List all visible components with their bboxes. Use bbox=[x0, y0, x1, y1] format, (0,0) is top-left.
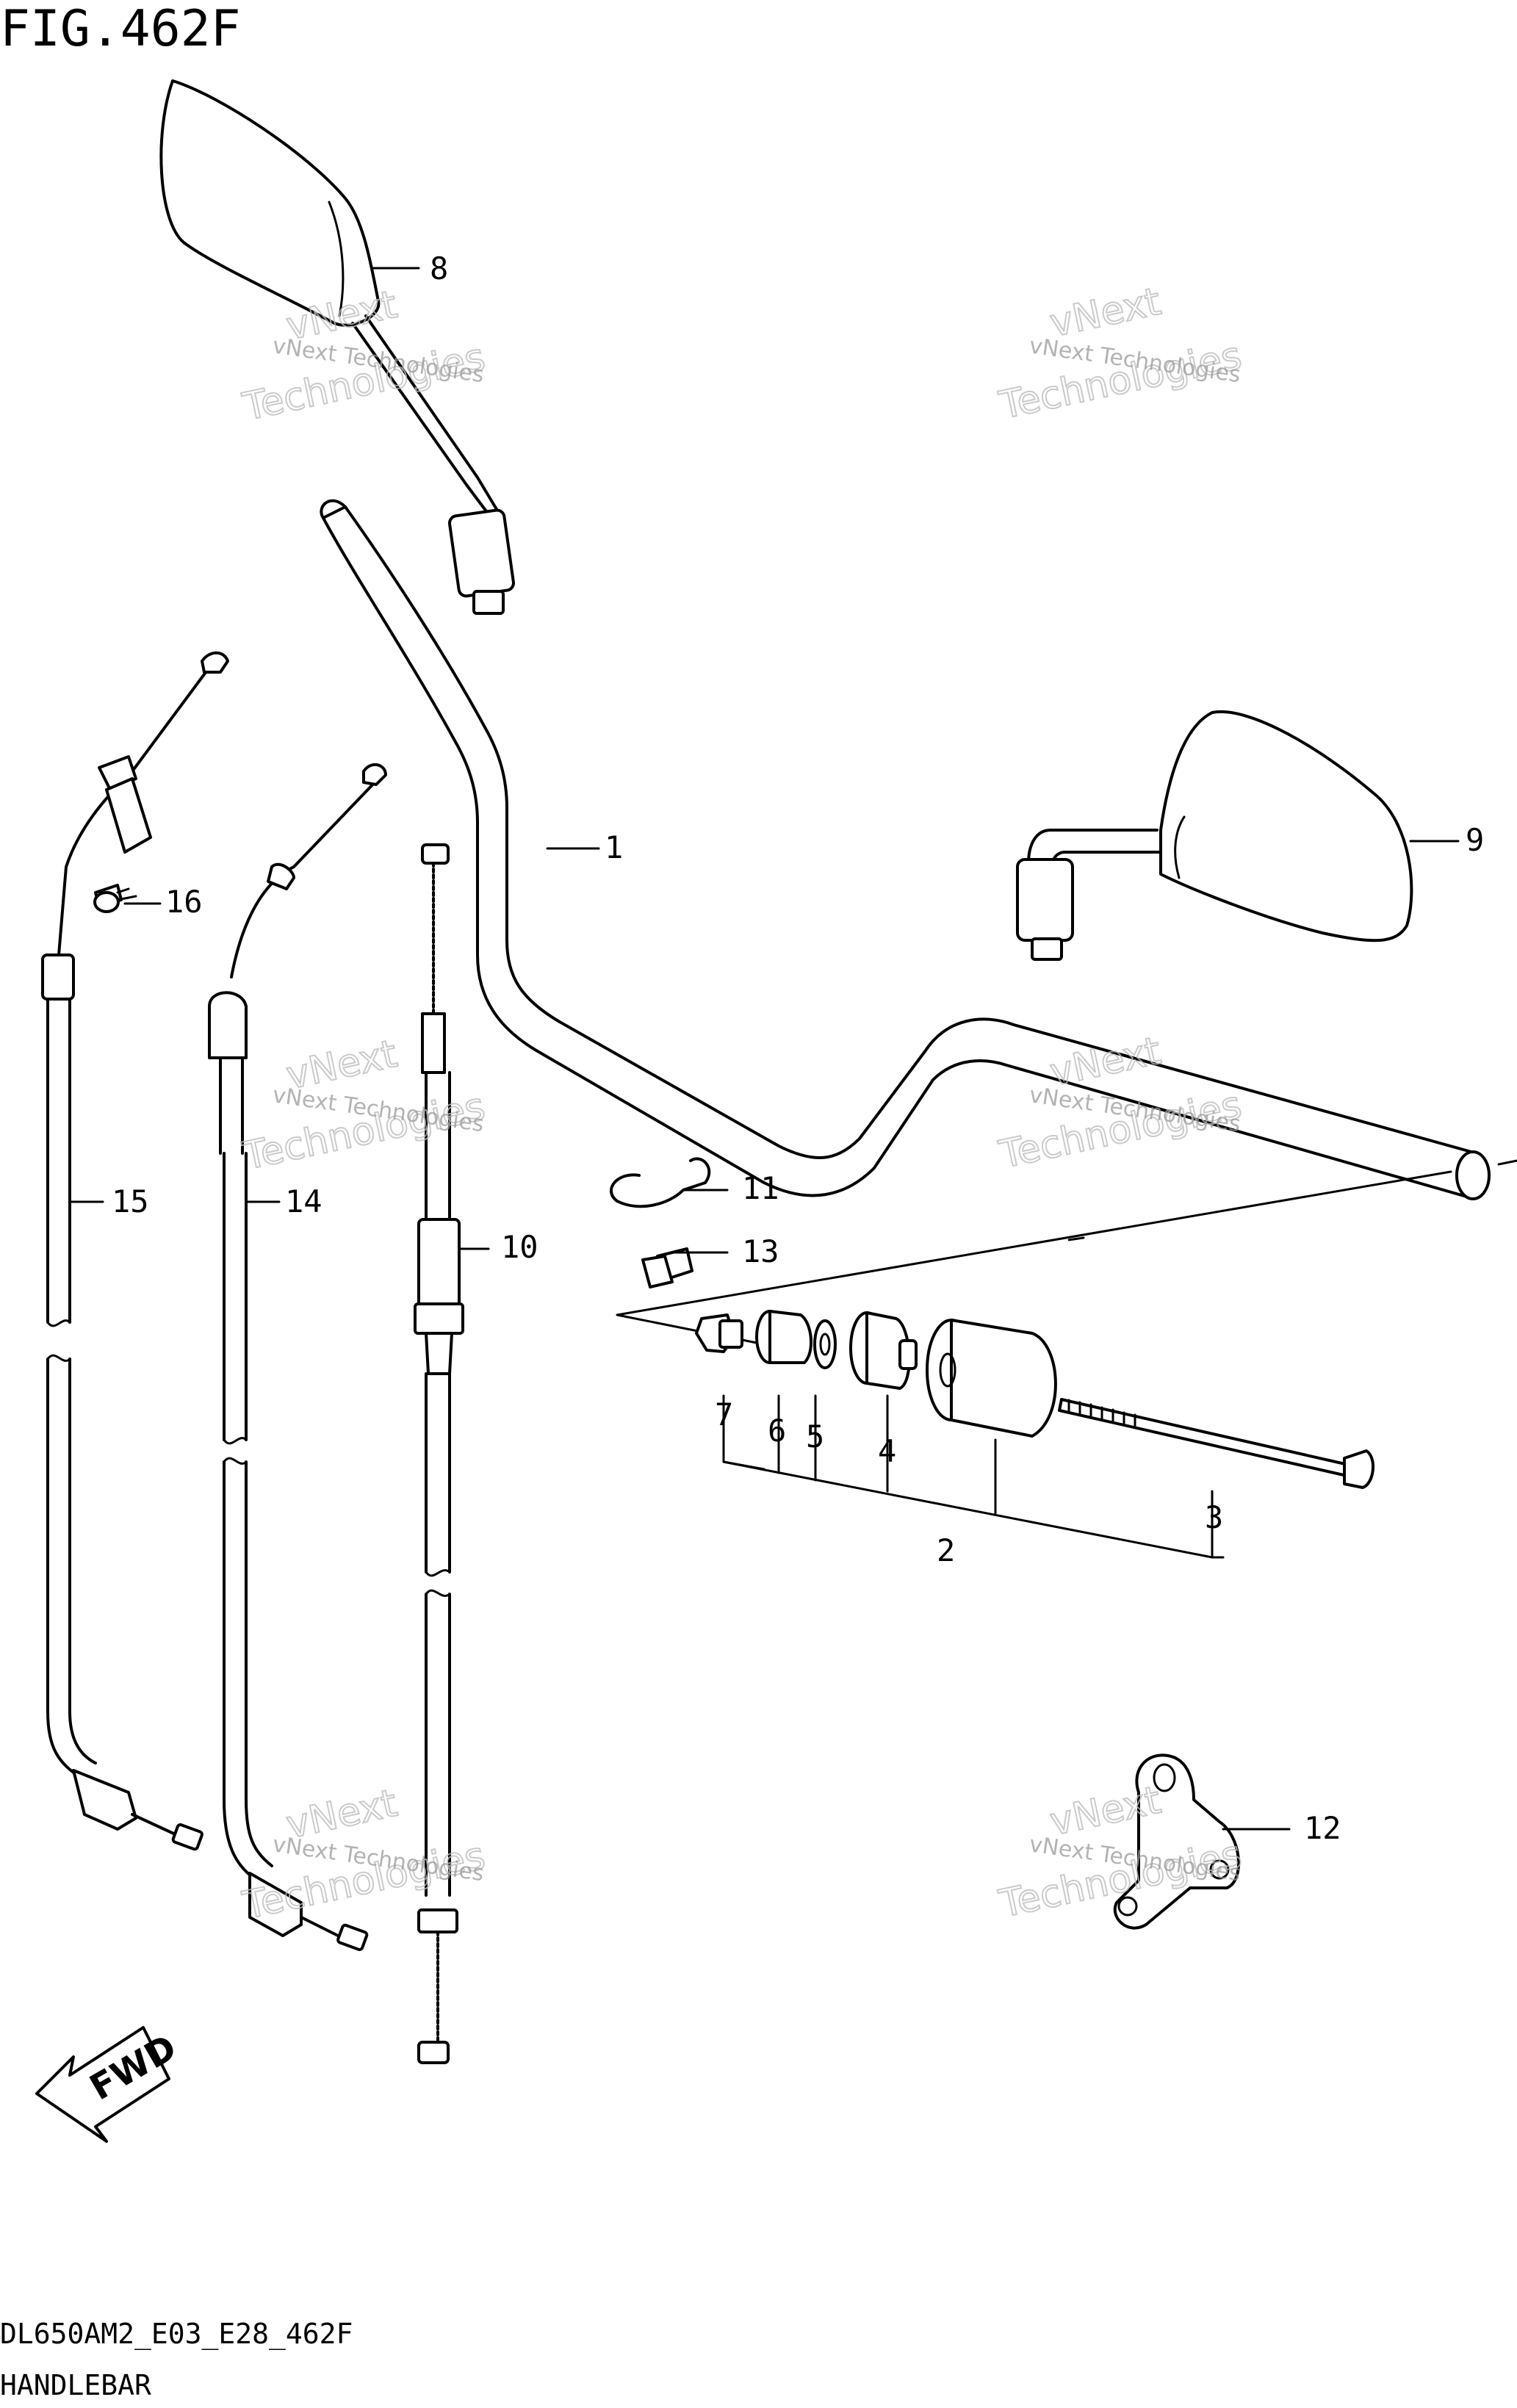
callout-15: 15 bbox=[112, 1183, 149, 1219]
callout-13: 13 bbox=[742, 1233, 779, 1269]
leader-lines bbox=[68, 267, 1460, 1831]
callout-11: 11 bbox=[742, 1170, 779, 1206]
callout-4: 4 bbox=[878, 1433, 896, 1469]
part-5-washer bbox=[813, 1319, 837, 1369]
callout-16: 16 bbox=[165, 884, 203, 920]
callout-8: 8 bbox=[430, 250, 448, 286]
part-6-collar bbox=[755, 1310, 813, 1364]
part-16-screw bbox=[93, 891, 137, 913]
callout-bracket bbox=[722, 1394, 1225, 1559]
fwd-arrow-icon: FWD bbox=[35, 2026, 184, 2143]
callout-10: 10 bbox=[501, 1229, 538, 1265]
part-11-clip bbox=[610, 1157, 711, 1208]
part-14-cable bbox=[208, 763, 387, 1951]
figure-title: FIG.462F bbox=[0, 0, 241, 58]
callout-3: 3 bbox=[1205, 1499, 1223, 1535]
handlebar bbox=[320, 499, 1491, 1200]
part-10-cable bbox=[414, 843, 464, 2064]
part-4-spacer bbox=[849, 1311, 918, 1390]
callout-7: 7 bbox=[715, 1396, 733, 1432]
callout-6: 6 bbox=[768, 1413, 786, 1449]
callout-5: 5 bbox=[806, 1419, 824, 1454]
callout-1: 1 bbox=[605, 829, 623, 865]
svg-text:vNext: vNext bbox=[1046, 280, 1164, 346]
part-13-bolt bbox=[641, 1247, 693, 1288]
part-12-bracket bbox=[1113, 1753, 1240, 1930]
callout-14: 14 bbox=[285, 1183, 323, 1219]
callout-12: 12 bbox=[1304, 1810, 1341, 1846]
part-3-screw bbox=[1058, 1398, 1375, 1489]
callout-2: 2 bbox=[937, 1532, 955, 1568]
right-mirror bbox=[1016, 710, 1413, 961]
watermark: vNext Technologies vNext Technologies vN… bbox=[238, 279, 1246, 1929]
figure-code: DL650AM2_E03_E28_462F bbox=[0, 2318, 353, 2351]
figure-name: HANDLEBAR bbox=[0, 2369, 151, 2401]
left-mirror bbox=[159, 79, 515, 615]
callout-9: 9 bbox=[1466, 822, 1484, 858]
part-2-bar-end-weight bbox=[926, 1319, 1057, 1438]
callout-numbers: 8 1 9 11 13 10 14 15 16 7 6 5 4 2 3 12 bbox=[112, 250, 1484, 1846]
part-15-cable bbox=[41, 651, 229, 1851]
part-7-bolt bbox=[695, 1313, 743, 1353]
